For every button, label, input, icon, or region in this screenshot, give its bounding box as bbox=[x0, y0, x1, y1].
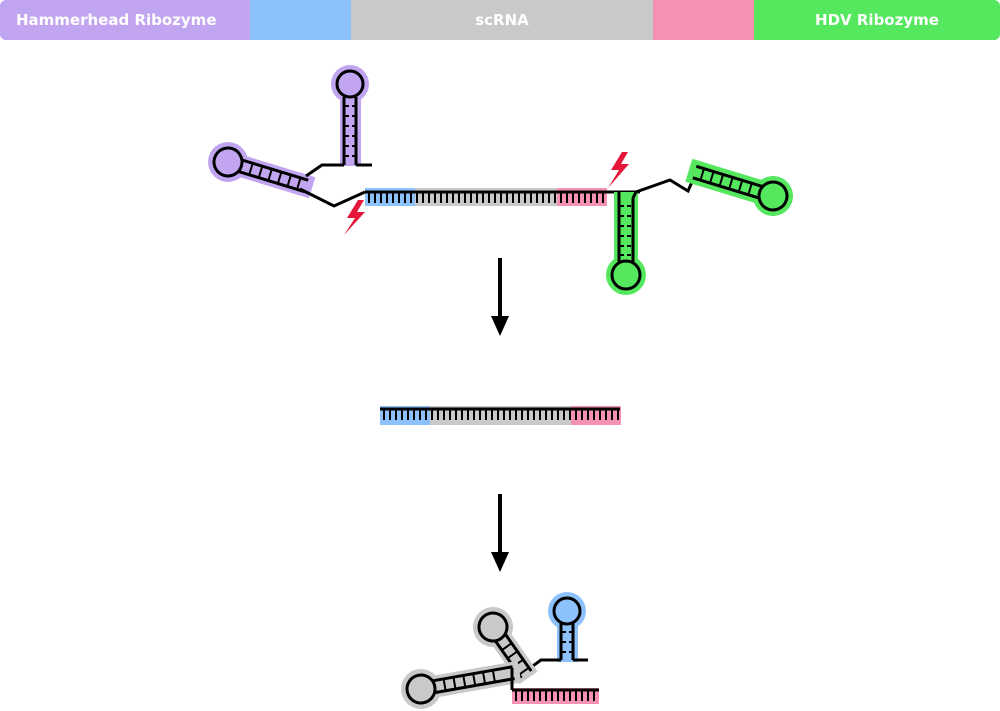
three-prime-duplex bbox=[510, 668, 599, 704]
five-prime-hairpin bbox=[548, 592, 588, 662]
stage-folded-scrna bbox=[401, 592, 599, 709]
lightning-bolt-icon bbox=[608, 152, 629, 188]
legend-five-prime-arm bbox=[250, 0, 351, 40]
stage-full-transcript bbox=[208, 65, 793, 295]
lightning-bolt-icon bbox=[344, 200, 365, 235]
legend-hdv-ribozyme: HDV Ribozyme bbox=[754, 0, 1000, 40]
legend-bar: Hammerhead Ribozyme scRNA HDV Ribozyme bbox=[0, 0, 1000, 40]
hdv-vertical-hairpin bbox=[606, 192, 646, 295]
legend-three-prime-arm bbox=[653, 0, 754, 40]
legend-scrna: scRNA bbox=[351, 0, 653, 40]
arrow-down-icon bbox=[491, 258, 509, 336]
hammerhead-angled-hairpin bbox=[208, 142, 316, 199]
legend-hammerhead-ribozyme: Hammerhead Ribozyme bbox=[0, 0, 250, 40]
transcript-duplex bbox=[365, 188, 640, 206]
arrow-down-icon bbox=[491, 494, 509, 572]
hdv-angled-hairpin bbox=[685, 158, 793, 216]
hammerhead-vertical-hairpin bbox=[331, 65, 372, 167]
stage-released-scrna bbox=[380, 406, 621, 425]
scrna-lower-hairpin bbox=[401, 660, 522, 709]
scrna-upper-hairpin bbox=[473, 607, 538, 685]
